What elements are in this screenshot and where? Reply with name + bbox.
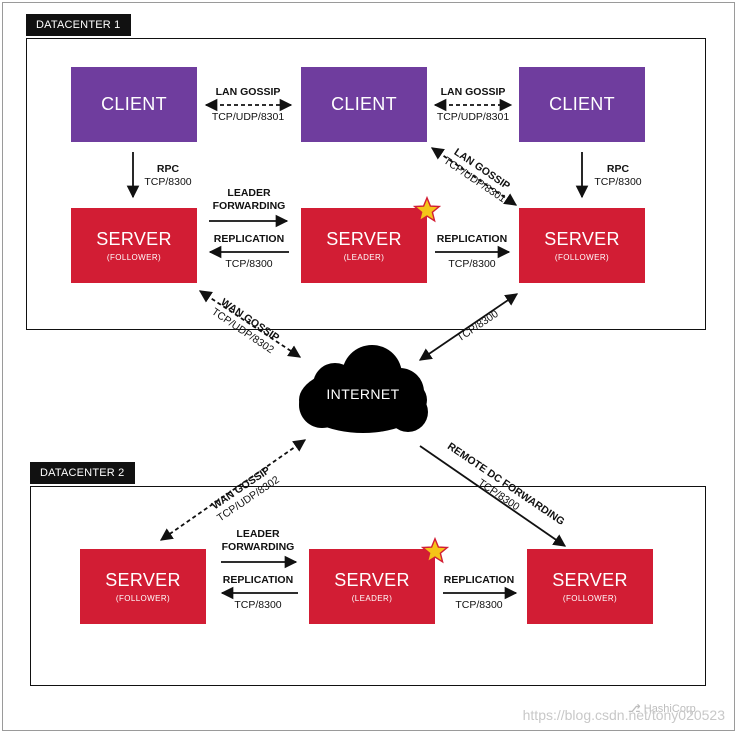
replication-title: REPLICATION	[436, 233, 508, 245]
rpc-label-right: RPC TCP/8300	[586, 163, 650, 189]
dc1-replication-left-label: REPLICATION TCP/8300	[204, 233, 294, 271]
rpc-proto: TCP/8300	[144, 176, 192, 188]
watermark-text: https://blog.csdn.net/tony020523	[522, 707, 725, 723]
server-role: (LEADER)	[343, 253, 385, 262]
dc1-client-1: CLIENT	[71, 67, 197, 142]
datacenter-2-box	[30, 486, 706, 686]
lan-gossip-label-1: LAN GOSSIP TCP/UDP/8301	[200, 86, 296, 124]
datacenter-1-label: DATACENTER 1	[26, 14, 131, 36]
rpc-title: RPC	[606, 163, 630, 175]
hashicorp-logo-text: HashiCorp	[643, 703, 696, 715]
dc1-replication-right-label: REPLICATION TCP/8300	[427, 233, 517, 271]
dc1-server-follower-2: SERVER (FOLLOWER)	[519, 208, 645, 283]
dc1-client-2: CLIENT	[301, 67, 427, 142]
lan-gossip-label-2: LAN GOSSIP TCP/UDP/8301	[425, 86, 521, 124]
dc2-server-leader: SERVER (LEADER)	[309, 549, 435, 624]
lan-gossip-title: LAN GOSSIP	[440, 86, 506, 98]
dc2-leader-star-icon	[421, 537, 449, 564]
remote-dc-forwarding-arrow	[419, 445, 567, 547]
server-title: SERVER	[552, 570, 628, 590]
dc1-leader-star-icon	[413, 196, 441, 223]
rpc-proto: TCP/8300	[594, 176, 642, 188]
replication-title: REPLICATION	[213, 233, 285, 245]
leader-forwarding-line-1: LEADER	[227, 187, 271, 199]
server-role: (FOLLOWER)	[115, 594, 171, 603]
dc1-client-3: CLIENT	[519, 67, 645, 142]
leader-forwarding-line-1: LEADER	[236, 528, 280, 540]
server-title: SERVER	[326, 229, 402, 249]
dc2-replication-left-label: REPLICATION TCP/8300	[213, 574, 303, 612]
rpc-title: RPC	[156, 163, 180, 175]
server-title: SERVER	[105, 570, 181, 590]
rpc-label-left: RPC TCP/8300	[136, 163, 200, 189]
server-title: SERVER	[96, 229, 172, 249]
dc1-server-follower-1: SERVER (FOLLOWER)	[71, 208, 197, 283]
lan-gossip-proto: TCP/UDP/8301	[211, 111, 285, 123]
dc2-server-follower-1: SERVER (FOLLOWER)	[80, 549, 206, 624]
leader-forwarding-line-2: FORWARDING	[212, 200, 286, 212]
leader-forwarding-line-2: FORWARDING	[221, 541, 295, 553]
server-role: (LEADER)	[351, 594, 393, 603]
client-title: CLIENT	[331, 94, 397, 114]
server-title: SERVER	[334, 570, 410, 590]
dc1-server-leader: SERVER (LEADER)	[301, 208, 427, 283]
replication-title: REPLICATION	[222, 574, 294, 586]
lan-gossip-diagonal-arrow	[430, 147, 518, 206]
replication-proto: TCP/8300	[455, 599, 503, 611]
replication-proto: TCP/8300	[448, 258, 496, 270]
server-role: (FOLLOWER)	[106, 253, 162, 262]
lan-gossip-title: LAN GOSSIP	[215, 86, 281, 98]
datacenter-2-label: DATACENTER 2	[30, 462, 135, 484]
lan-gossip-proto: TCP/UDP/8301	[436, 111, 510, 123]
wan-gossip-dc1-arrow	[198, 290, 302, 358]
replication-proto: TCP/8300	[225, 258, 273, 270]
client-title: CLIENT	[549, 94, 615, 114]
server-title: SERVER	[544, 229, 620, 249]
server-role: (FOLLOWER)	[562, 594, 618, 603]
dc2-replication-right-label: REPLICATION TCP/8300	[434, 574, 524, 612]
wan-gossip-dc2-arrow	[159, 439, 307, 541]
replication-proto: TCP/8300	[234, 599, 282, 611]
hashicorp-logo-icon: ⎇	[628, 703, 641, 715]
dc1-leader-forwarding-label: LEADER FORWARDING	[204, 187, 294, 213]
replication-title: REPLICATION	[443, 574, 515, 586]
dc2-leader-forwarding-label: LEADER FORWARDING	[213, 528, 303, 554]
datacenter-1-box	[26, 38, 706, 330]
internet-cloud	[299, 345, 428, 433]
server-role: (FOLLOWER)	[554, 253, 610, 262]
dc2-server-follower-2: SERVER (FOLLOWER)	[527, 549, 653, 624]
internet-label: INTERNET	[326, 386, 400, 402]
hashicorp-logo: ⎇ HashiCorp	[628, 702, 696, 715]
client-title: CLIENT	[101, 94, 167, 114]
internet-dc1-tcp-arrow	[418, 293, 519, 361]
